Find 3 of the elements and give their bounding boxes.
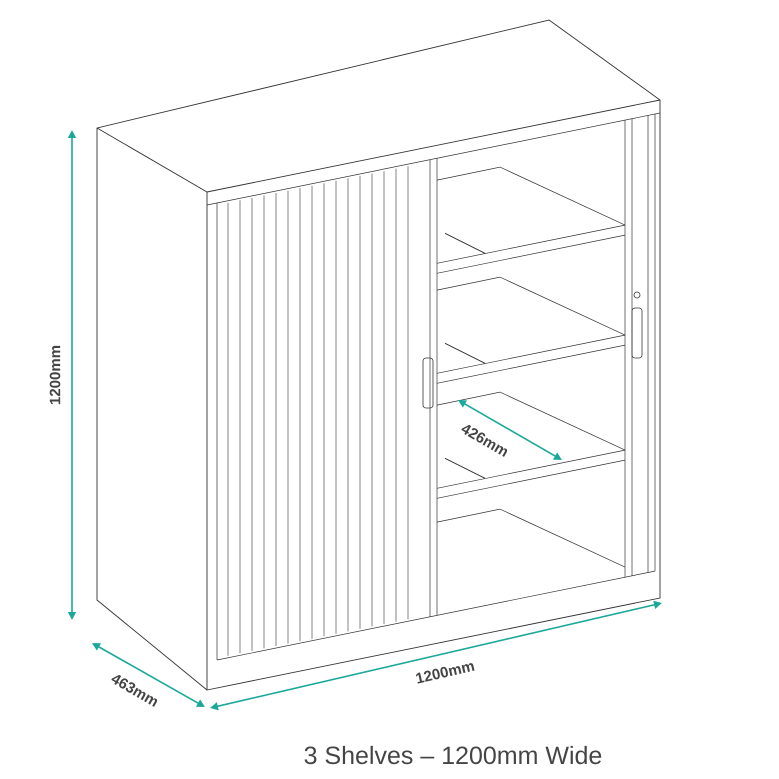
dimension-label: 1200mm bbox=[416, 663, 474, 684]
caption: 3 Shelves – 1200mm Wide bbox=[304, 746, 602, 764]
dimension-label: 1200mm bbox=[50, 346, 60, 404]
